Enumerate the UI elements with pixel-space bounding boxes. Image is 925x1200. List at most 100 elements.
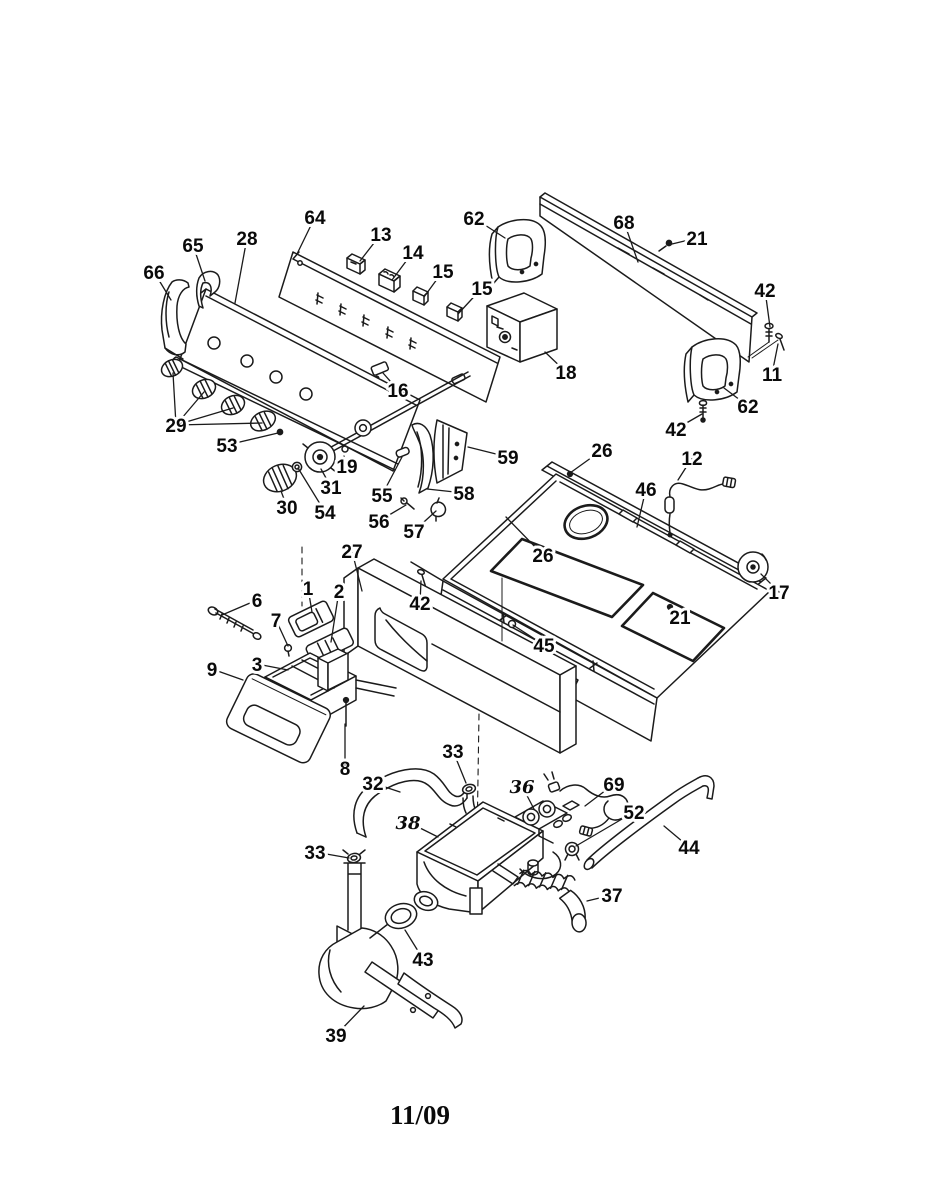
screw-42-bottom [698,399,708,423]
callout-12: 12 [681,449,702,470]
leader-line [467,446,509,458]
callout-14: 14 [402,243,424,264]
leader-line [584,783,615,807]
leader-line [221,599,258,616]
trim-58 [411,422,434,494]
callout-19: 19 [336,457,357,478]
end-cap-59 [433,419,468,484]
callout-39: 39 [325,1026,346,1047]
leader-line [192,244,206,282]
callout-42: 42 [409,594,430,615]
leader-line [175,422,263,426]
leader-line [473,217,506,239]
callout-17: 17 [768,583,789,604]
leader-line [175,391,205,426]
leader-line [512,624,545,646]
callout-30: 30 [276,498,297,519]
callout-55: 55 [371,486,393,507]
hose-44 [583,775,715,871]
dispenser-housing-27 [343,558,577,754]
leader-line [256,663,289,671]
callout-3: 3 [252,655,263,676]
leader-line [280,490,288,508]
callout-69: 69 [603,775,624,796]
callout-45: 45 [533,636,555,657]
leader-line [636,488,647,528]
screw-11 [751,332,785,359]
callout-44: 44 [678,838,700,859]
knob [220,394,246,416]
leader-line [314,851,350,859]
callout-9: 9 [207,660,218,681]
leader-line [153,271,172,301]
air-duct-39 [318,923,463,1029]
leader-line [382,372,399,391]
callout-11: 11 [762,365,783,386]
leader-line [211,668,244,681]
callout-56: 56 [368,512,389,533]
callout-33: 33 [442,742,463,763]
leader-line [351,550,363,592]
callout-13: 13 [370,225,391,246]
pin-8 [342,696,350,727]
callout-57: 57 [403,522,424,543]
switch-13 [346,253,366,275]
leader-line [320,468,332,488]
callout-32: 32 [362,774,383,795]
leader-line [423,270,444,298]
callout-37: 37 [601,886,622,907]
end-cap-left [488,219,546,285]
callout-26: 26 [532,546,553,567]
washer-54 [291,461,303,473]
rear-panel-assembly [486,192,785,423]
callout-66: 66 [143,263,164,284]
o-ring-43 [384,902,418,930]
callout-29: 29 [165,416,186,437]
dial-31 [302,441,337,473]
timer-18 [486,292,558,363]
callout-62: 62 [463,209,484,230]
end-cap-right [683,338,741,403]
callout-43: 43 [412,950,433,971]
callout-16: 16 [387,381,408,402]
revision-date: 11/09 [389,1100,450,1130]
console-assembly [160,251,501,522]
callout-28: 28 [236,229,257,250]
leader-line [419,580,422,604]
leader-line [404,929,424,960]
leader-line [505,516,544,556]
fastener-7 [283,643,293,657]
leader-line [675,413,703,430]
leader-line [452,750,467,784]
leader-line [764,289,771,328]
leader-line [575,811,635,847]
leader-line [760,573,780,593]
hose-pump-assembly [318,768,715,1029]
callout-26: 26 [591,441,612,462]
standpipe [343,862,366,931]
leader-line [343,455,348,467]
callout-15: 15 [471,279,493,300]
leader-line [771,343,779,375]
leader-line [586,894,613,902]
leader-line [723,387,749,407]
callout-2: 2 [334,582,345,603]
callout-62: 62 [737,397,758,418]
callout-36: 36 [509,777,535,798]
wire-12 [664,476,737,538]
callout-38: 38 [395,813,421,834]
leader-line [413,510,437,532]
leader-line [175,407,234,426]
knob [160,358,184,378]
leader-line [671,237,698,245]
leader-line [669,606,681,618]
round-opening [563,503,609,541]
callout-42: 42 [754,281,775,302]
callout-68: 68 [613,213,634,234]
leader-line [569,449,603,474]
dispenser-drawer [207,600,397,764]
callout-31: 31 [320,478,342,499]
